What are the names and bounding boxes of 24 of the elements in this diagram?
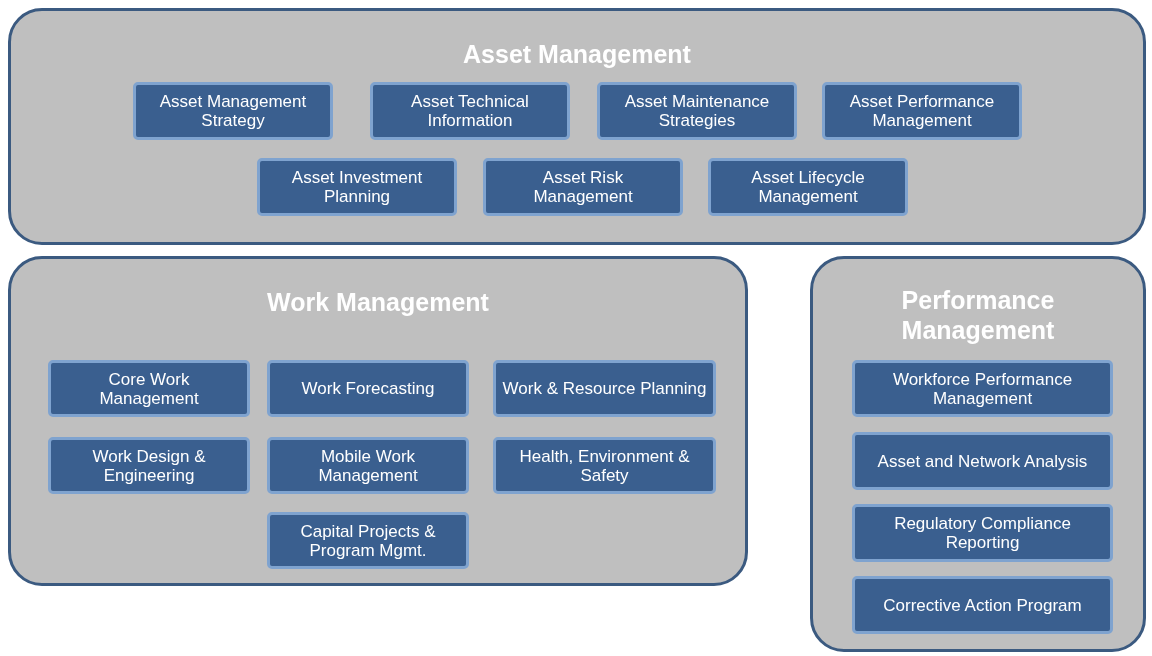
function-box: Core Work Management <box>48 360 250 417</box>
function-box: Work Forecasting <box>267 360 469 417</box>
function-box: Asset Performance Management <box>822 82 1022 140</box>
function-box: Corrective Action Program <box>852 576 1113 634</box>
function-box: Mobile Work Management <box>267 437 469 494</box>
function-box: Asset Lifecycle Management <box>708 158 908 216</box>
group-panel <box>810 256 1146 652</box>
group-panel <box>8 256 748 586</box>
function-box: Work Design & Engineering <box>48 437 250 494</box>
function-box: Asset Investment Planning <box>257 158 457 216</box>
group-title: Asset Management <box>462 39 692 69</box>
function-box: Asset Management Strategy <box>133 82 333 140</box>
group-title: Performance Management <box>900 285 1056 345</box>
function-box: Asset Maintenance Strategies <box>597 82 797 140</box>
function-box: Workforce Performance Management <box>852 360 1113 417</box>
function-box: Asset Risk Management <box>483 158 683 216</box>
group-title: Work Management <box>266 287 490 317</box>
function-box: Work & Resource Planning <box>493 360 716 417</box>
function-box: Health, Environment & Safety <box>493 437 716 494</box>
function-box: Asset and Network Analysis <box>852 432 1113 490</box>
group-panel <box>8 8 1146 245</box>
function-box: Regulatory Compliance Reporting <box>852 504 1113 562</box>
function-box: Capital Projects & Program Mgmt. <box>267 512 469 569</box>
function-box: Asset Technical Information <box>370 82 570 140</box>
